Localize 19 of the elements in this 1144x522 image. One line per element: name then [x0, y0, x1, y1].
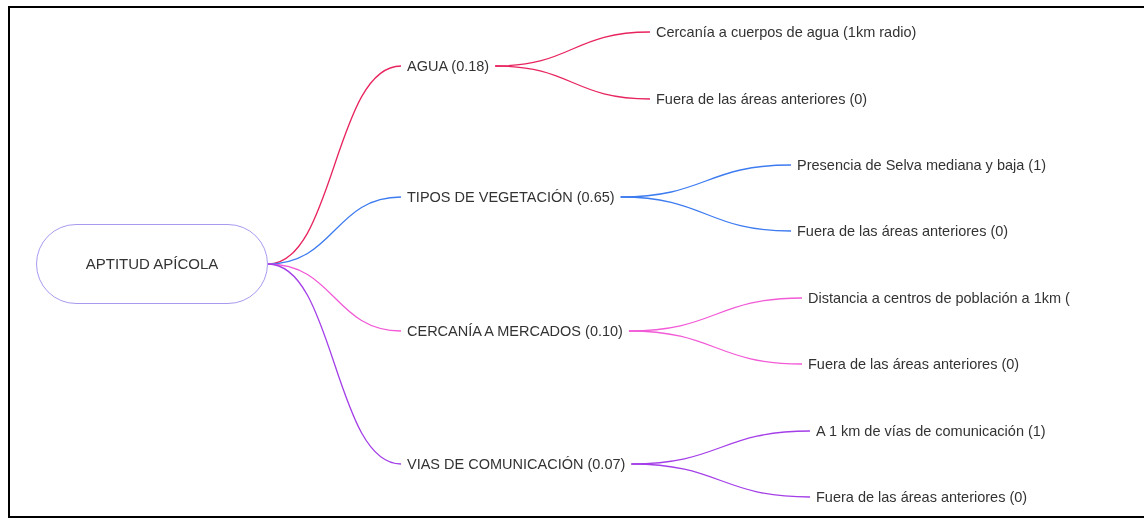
topic-label: Cercanía a cuerpos de agua (1km radio) [650, 22, 923, 42]
branch-line [267, 263, 402, 332]
topic-label: AGUA (0.18) [401, 56, 496, 76]
topic-label: Fuera de las áreas anteriores (0) [791, 221, 1015, 241]
topic-label: TIPOS DE VEGETACIÓN (0.65) [401, 187, 621, 207]
topic-label: Fuera de las áreas anteriores (0) [802, 354, 1026, 374]
branch-line [267, 263, 402, 465]
topic-label: Distancia a centros de población a 1km ( [802, 288, 1076, 308]
branch-line [628, 330, 803, 365]
branch-line [619, 196, 792, 232]
topic-label: Presencia de Selva mediana y baja (1) [791, 155, 1053, 175]
topic-label: CERCANÍA A MERCADOS (0.10) [401, 321, 629, 341]
topic-label: A 1 km de vías de comunicación (1) [810, 421, 1052, 441]
branch-line [630, 463, 811, 498]
topic-label: Fuera de las áreas anteriores (0) [810, 487, 1034, 507]
branch-line [494, 65, 651, 100]
topic-label: Fuera de las áreas anteriores (0) [650, 89, 874, 109]
topic-label: VIAS DE COMUNICACIÓN (0.07) [401, 454, 632, 474]
root-topic-pill: APTITUD APÍCOLA [36, 224, 268, 304]
